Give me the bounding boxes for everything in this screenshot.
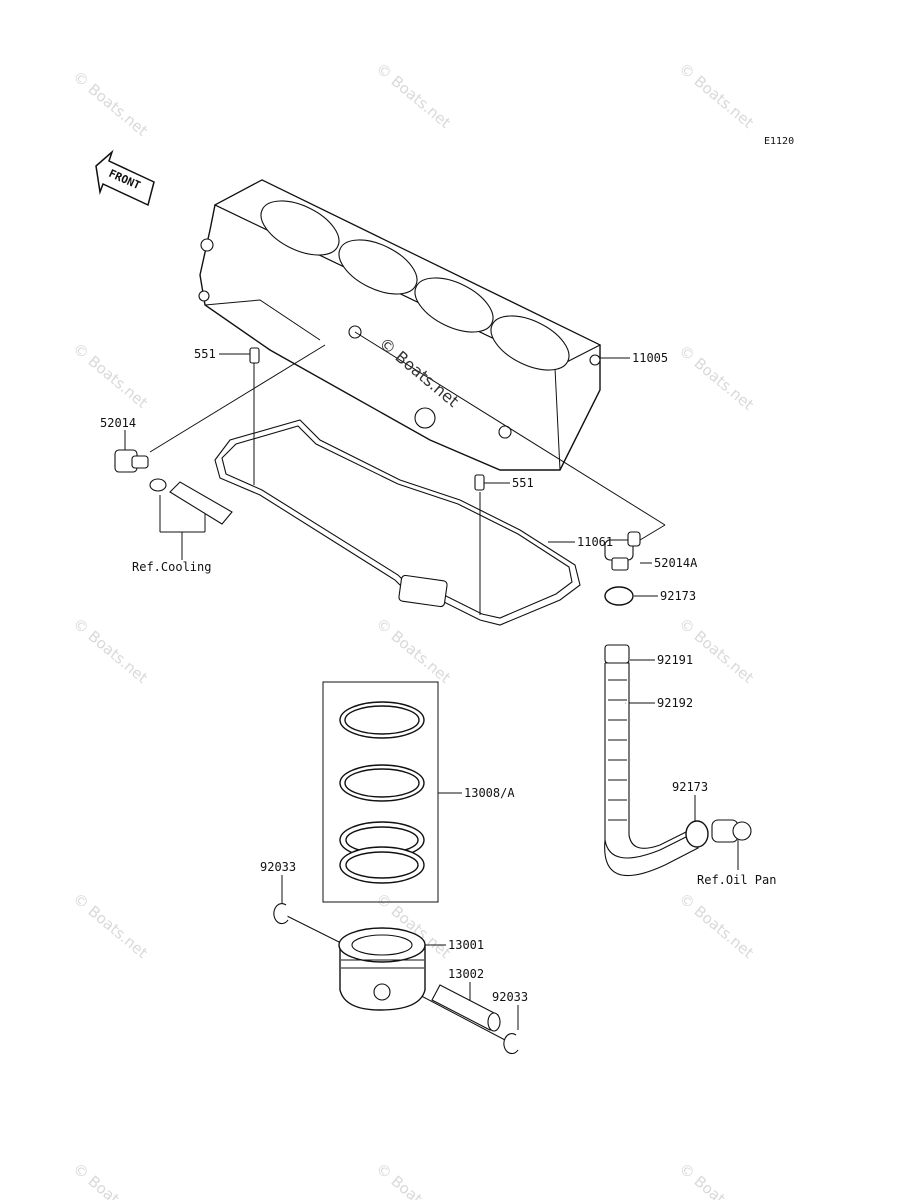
label-92173-low: 92173 [672,780,708,794]
hose-clamp [685,820,709,848]
label-551-mid: 551 [512,476,534,490]
label-ref-cooling: Ref.Cooling [132,560,211,574]
fitting-52014a [604,531,641,571]
piston-rings [339,701,425,884]
part-labels: 11005 551 551 52014 52014A 11061 92173 9… [100,347,776,1004]
dowel-pin [474,474,485,491]
watermark: © Boats.net [372,1159,454,1200]
cylinder-block [198,179,602,471]
cylinder-gasket [214,419,581,626]
watermark: © Boats.net [69,67,151,140]
watermark: © Boats.net [372,614,454,687]
hose-clamp [604,586,634,606]
label-ref-oil-pan: Ref.Oil Pan [697,873,776,887]
dowel-pin [249,347,260,364]
label-92033-left: 92033 [260,860,296,874]
piston [338,927,426,1011]
label-13002: 13002 [448,967,484,981]
label-92033-right: 92033 [492,990,528,1004]
fitting-52014 [114,449,233,525]
label-13008a: 13008/A [464,786,515,800]
label-92192: 92192 [657,696,693,710]
leader-lines [124,331,739,1041]
label-551-top: 551 [194,347,216,361]
watermarks: © Boats.net © Boats.net © Boats.net © Bo… [69,59,757,1200]
front-arrow-icon: FRONT [95,149,155,207]
circlip [273,903,289,925]
watermark: © Boats.net [69,1159,151,1200]
label-13001: 13001 [448,938,484,952]
watermark: © Boats.net [372,59,454,132]
label-11061: 11061 [577,535,613,549]
piston-pin [431,984,501,1032]
circlip [503,1033,519,1055]
label-92173-top: 92173 [660,589,696,603]
watermark: © Boats.net [675,59,757,132]
watermark: © Boats.net [69,339,151,412]
label-52014a: 52014A [654,556,698,570]
oil-hose [604,644,699,877]
watermark: © Boats.net [675,614,757,687]
watermark: © Boats.net [675,341,757,414]
watermark: © Boats.net [675,1159,757,1200]
watermark: © Boats.net [675,889,757,962]
label-52014: 52014 [100,416,136,430]
watermark: © Boats.net [69,889,151,962]
diagram-code: E1120 [764,136,794,147]
watermark: © Boats.net [69,614,151,687]
label-11005: 11005 [632,351,668,365]
oil-pan-fitting [711,819,752,843]
label-92191: 92191 [657,653,693,667]
ring-set-box [322,681,439,903]
